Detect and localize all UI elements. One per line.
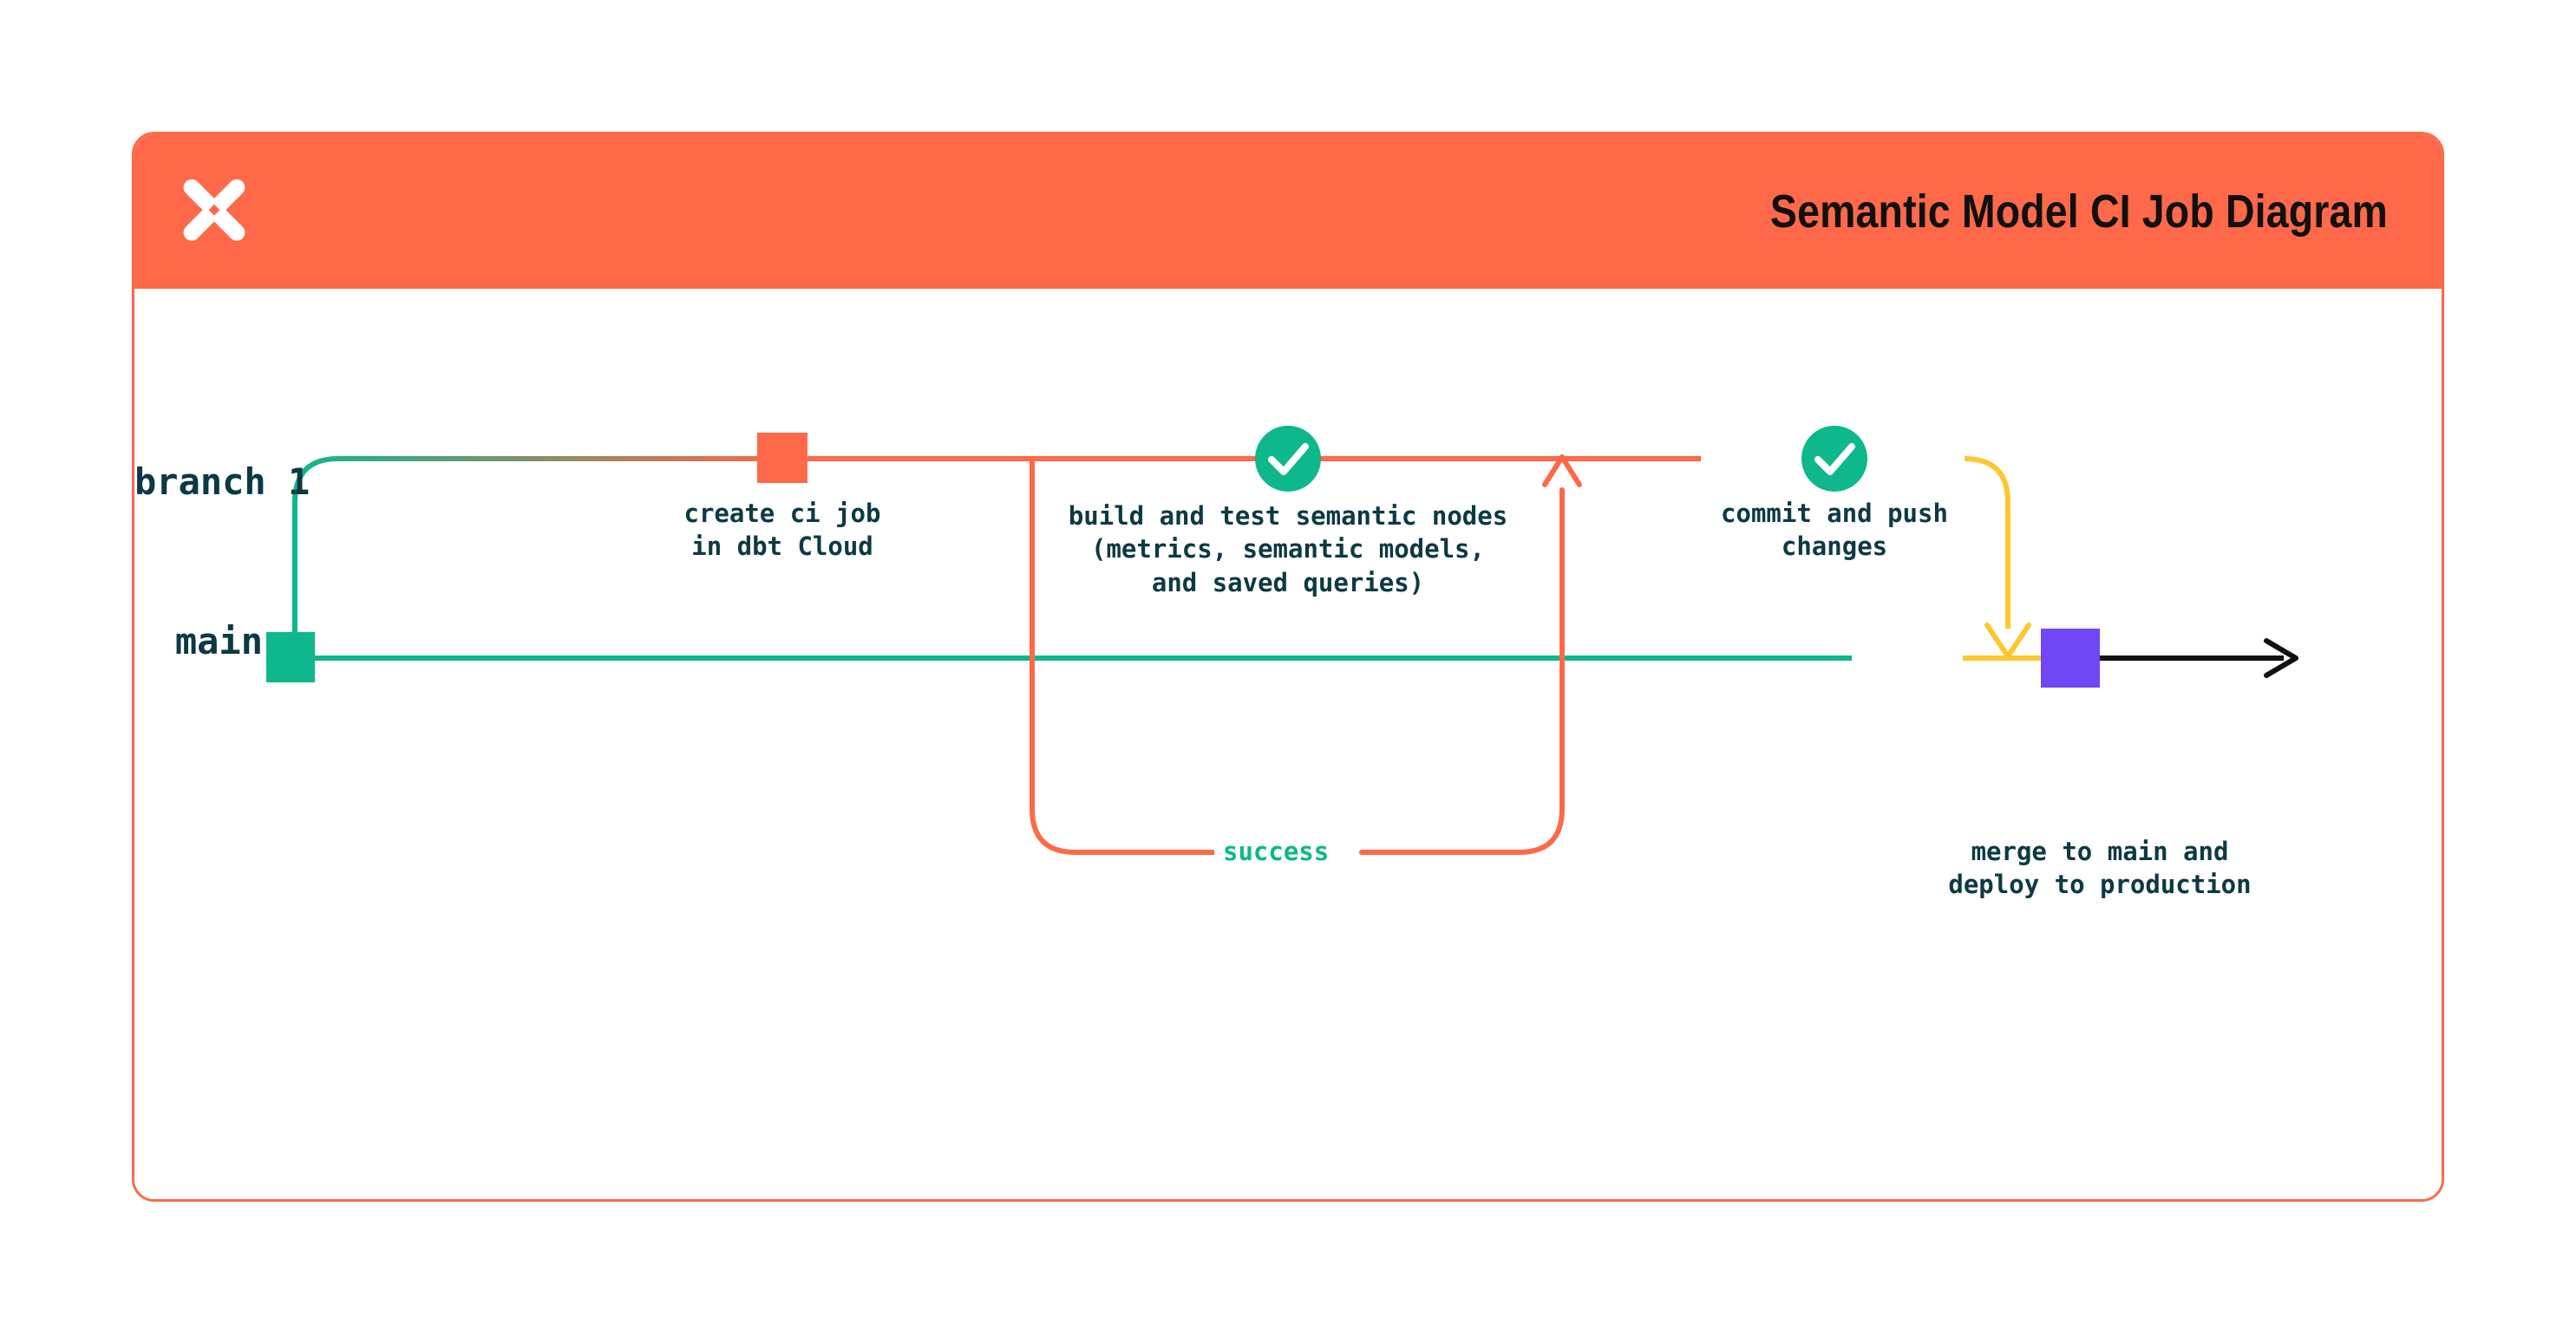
edge-label-success: success [1214,837,1338,866]
node-label-commit-and-push: commit and push changes [1721,499,1948,562]
node-merge-to-main[interactable] [2041,629,2100,688]
success-loop-right [1359,487,1565,855]
production-arrowhead [2264,638,2298,678]
check-icon [1268,443,1309,475]
node-main-start[interactable] [266,632,315,682]
node-commit-and-push[interactable] [1801,426,1867,492]
page-title: Semantic Model CI Job Diagram [1769,186,2388,238]
merge-drop-arrowhead [1984,623,2031,659]
branch1-fork-path [292,456,781,658]
check-icon [1814,443,1855,475]
diagram-card: Semantic Model CI Job Diagram [132,132,2444,1202]
merge-drop-path [1964,456,2010,629]
card-body: branch 1 main create ci job in dbt Cloud… [134,289,2442,1199]
success-loop-arrowhead [1542,454,1582,487]
branch-label-main: main [174,620,263,662]
node-build-and-test[interactable] [1255,426,1321,492]
node-label-build-and-test: build and test semantic nodes (metrics, … [1068,501,1508,597]
card-header: Semantic Model CI Job Diagram [134,134,2442,289]
node-create-ci-job[interactable] [757,433,807,483]
success-loop-left [1030,456,1217,855]
diagram-svg [266,426,2298,855]
branch-label-branch-1: branch 1 [134,460,311,503]
git-flow-diagram: branch 1 main create ci job in dbt Cloud… [134,289,2442,1199]
node-label-create-ci-job: create ci job in dbt Cloud [683,499,881,562]
node-label-merge-to-main: merge to main and deploy to production [1948,837,2252,900]
dbt-logo-icon [183,179,245,241]
